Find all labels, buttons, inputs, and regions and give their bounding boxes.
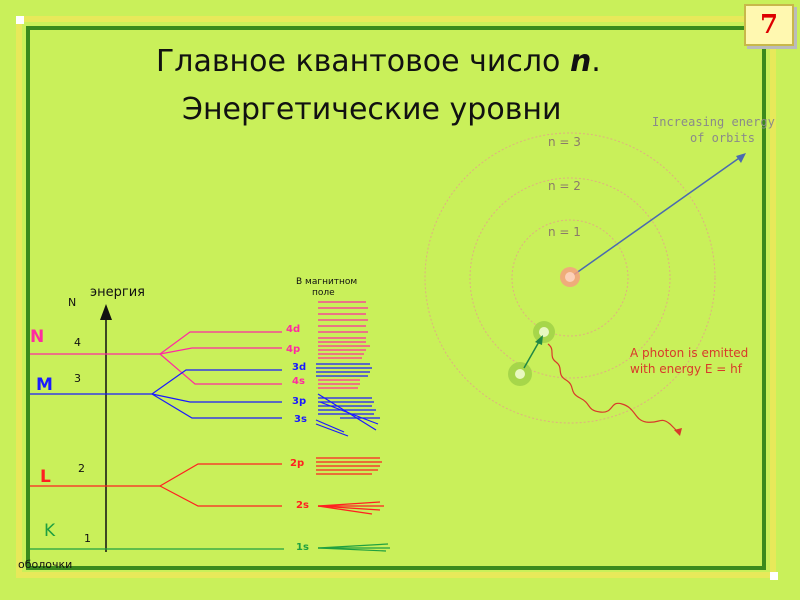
sublevel-2s: 2s bbox=[296, 500, 309, 511]
field-header-line1: В магнитном bbox=[296, 277, 357, 287]
nucleus-core bbox=[565, 272, 575, 282]
energy-note-line2: of orbits bbox=[690, 131, 755, 145]
orbit-label-n3: n = 3 bbox=[548, 135, 581, 149]
shell-letter-N: N bbox=[30, 327, 44, 347]
energy-axis-label: энергия bbox=[90, 285, 145, 300]
shells-label: оболочки bbox=[18, 558, 72, 571]
shell-M-split bbox=[315, 363, 380, 437]
sublevel-2p: 2p bbox=[290, 458, 304, 469]
shell-M-lines bbox=[30, 369, 282, 419]
field-header-line2: поле bbox=[312, 288, 335, 298]
electron-initial-core bbox=[539, 327, 549, 337]
outer-frame bbox=[16, 16, 776, 578]
sublevel-4s: 4s bbox=[292, 376, 305, 387]
page-title-line1: Главное квантовое число n. bbox=[156, 44, 601, 79]
photon-note-line2: with energy E = hf bbox=[630, 362, 743, 376]
sublevel-4p: 4p bbox=[286, 344, 300, 355]
slide-number: 7 bbox=[744, 4, 794, 46]
shell-n-3: 3 bbox=[74, 372, 81, 385]
orbit-n2 bbox=[469, 177, 671, 379]
title-text: Главное квантовое число bbox=[156, 44, 570, 79]
page-title-line2: Энергетические уровни bbox=[182, 92, 562, 127]
shell-n-1: 1 bbox=[84, 532, 91, 545]
orbit-n1 bbox=[511, 219, 629, 337]
shell-N-lines bbox=[30, 331, 282, 385]
sublevel-4d: 4d bbox=[286, 324, 300, 335]
photon-note-line1: A photon is emitted bbox=[630, 346, 748, 360]
inner-frame bbox=[26, 26, 766, 570]
sublevel-3d: 3d bbox=[292, 362, 306, 373]
energy-axis-arrow bbox=[100, 304, 112, 320]
orbit-n3 bbox=[424, 132, 716, 424]
photon-arrow-head bbox=[674, 428, 682, 436]
shell-letter-K: K bbox=[44, 521, 56, 541]
shell-n-2: 2 bbox=[78, 462, 85, 475]
bohr-model: n = 3 n = 2 n = 1 Increasing energy of o… bbox=[424, 115, 775, 436]
shell-letter-L: L bbox=[40, 467, 51, 487]
transition-arrow-head bbox=[535, 335, 543, 345]
sublevel-1s: 1s bbox=[296, 542, 309, 553]
sublevel-3s: 3s bbox=[294, 414, 307, 425]
title-symbol: n bbox=[569, 44, 592, 79]
shell-N-split bbox=[318, 301, 370, 389]
electron-final-core bbox=[515, 369, 525, 379]
energy-arrow bbox=[571, 155, 743, 277]
energy-note-line1: Increasing energy bbox=[652, 115, 775, 129]
energy-level-diagram: энергия N В магнитном поле оболочки N 4 … bbox=[18, 277, 390, 571]
shell-L-lines bbox=[30, 463, 282, 507]
n-header: N bbox=[68, 296, 76, 309]
orbit-label-n2: n = 2 bbox=[548, 179, 581, 193]
energy-arrow-head bbox=[736, 153, 746, 163]
shell-K-split bbox=[317, 543, 390, 552]
shell-L-split bbox=[316, 457, 384, 515]
shell-n-4: 4 bbox=[74, 336, 81, 349]
frame-corner bbox=[770, 572, 778, 580]
photon-wave bbox=[547, 343, 679, 433]
title-end: . bbox=[591, 44, 601, 79]
orbit-label-n1: n = 1 bbox=[548, 225, 581, 239]
shell-letter-M: M bbox=[36, 375, 53, 395]
frame-corner bbox=[16, 16, 24, 24]
sublevel-3p: 3p bbox=[292, 396, 306, 407]
transition-arrow bbox=[523, 339, 541, 369]
